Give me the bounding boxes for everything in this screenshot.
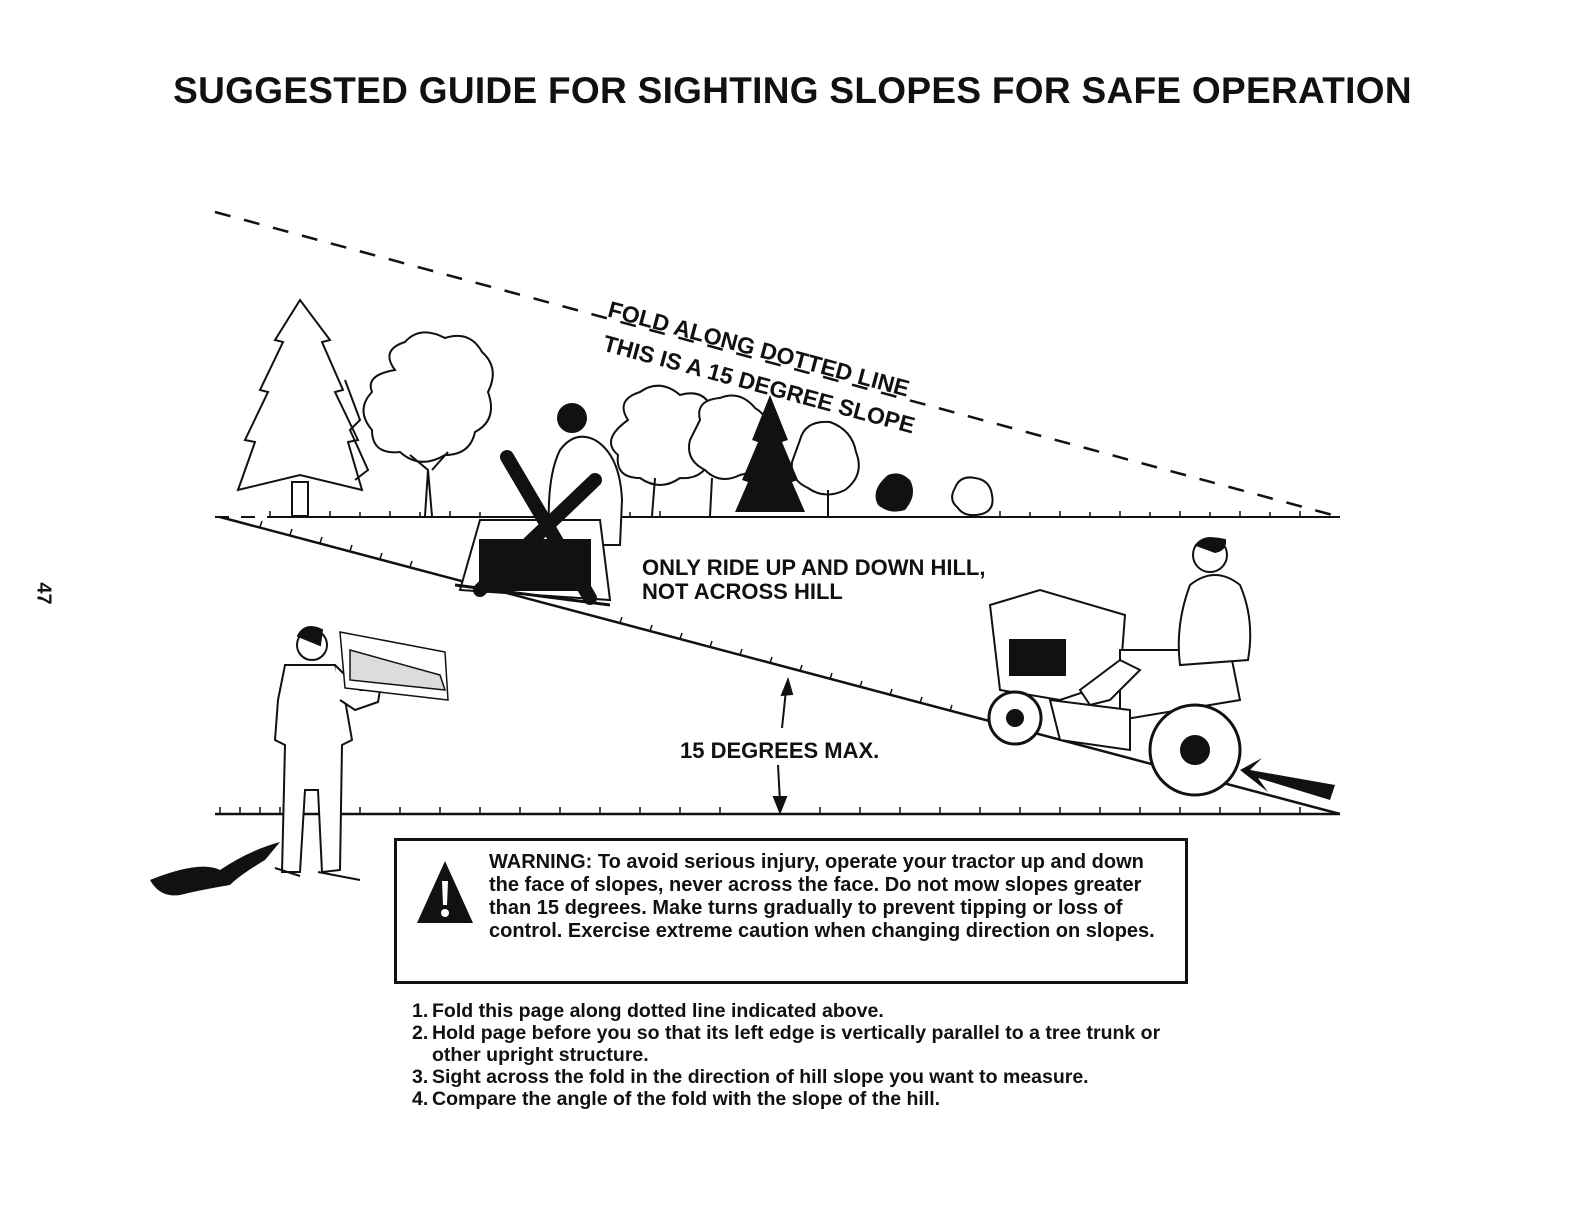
list-item: 4.Compare the angle of the fold with the…	[412, 1088, 941, 1110]
max-angle-label: 15 DEGREES MAX.	[680, 738, 880, 763]
ride-instruction-line-2: NOT ACROSS HILL	[642, 579, 843, 604]
page-title: SUGGESTED GUIDE FOR SIGHTING SLOPES FOR …	[173, 70, 1412, 111]
round-tree-icon	[362, 331, 494, 517]
warning-triangle-icon	[417, 861, 473, 923]
instruction-steps: 1.Fold this page along dotted line indic…	[412, 1000, 1212, 1110]
ride-instruction: ONLY RIDE UP AND DOWN HILL, NOT ACROSS H…	[642, 556, 985, 604]
sighting-page-icon	[339, 631, 449, 701]
list-item: 3.Sight across the fold in the direction…	[412, 1066, 1089, 1088]
uphill-arrow-icon	[1240, 758, 1335, 800]
dark-bush-icon	[875, 473, 914, 512]
x-mark-icon	[473, 450, 602, 605]
angle-indicator	[772, 676, 794, 815]
tree-cluster-icon	[609, 384, 994, 517]
list-item: 2.Hold page before you so that its left …	[412, 1022, 1161, 1066]
fold-dotted-line	[214, 210, 1341, 519]
dark-pine-icon	[735, 395, 805, 512]
direction-arrow-icon	[150, 842, 280, 896]
tractor-up-hill-icon	[987, 537, 1252, 797]
warning-text: WARNING: To avoid serious injury, operat…	[489, 851, 1155, 942]
list-item: 1.Fold this page along dotted line indic…	[412, 1000, 884, 1022]
ride-instruction-line-1: ONLY RIDE UP AND DOWN HILL,	[642, 555, 986, 580]
warning-box: WARNING: To avoid serious injury, operat…	[394, 838, 1188, 984]
pine-tree-icon	[236, 298, 370, 517]
